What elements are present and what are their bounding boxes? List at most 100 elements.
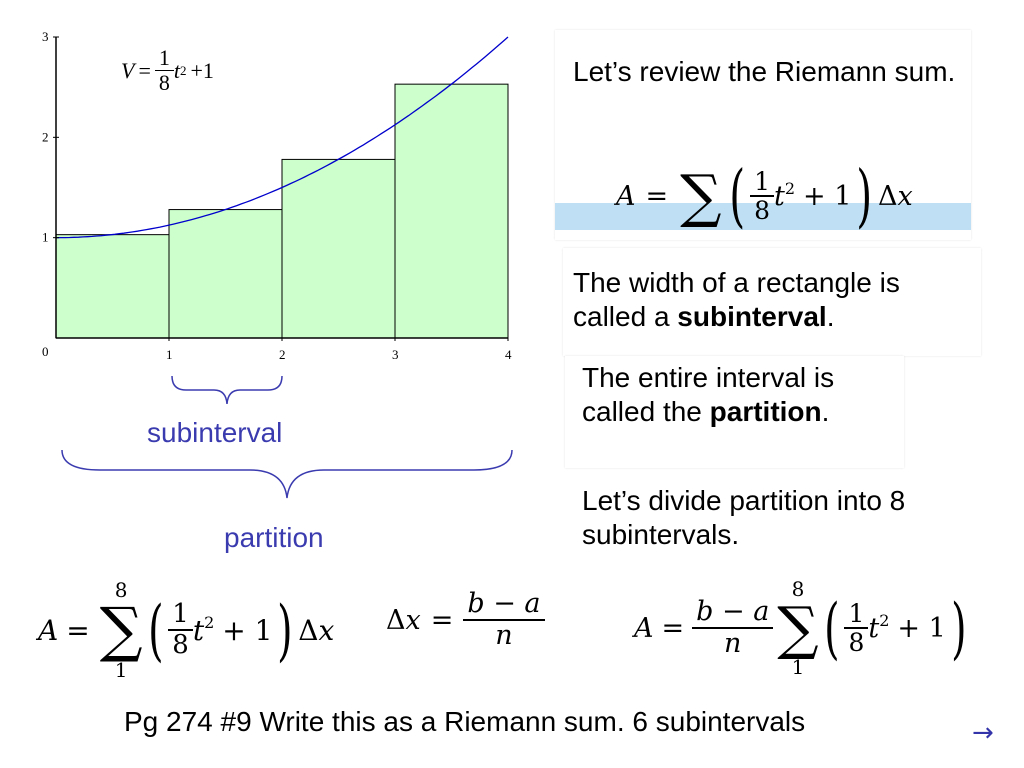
function-fraction: 1 8 [154,45,174,96]
riemann-rect-1 [55,234,170,339]
sum1-sigma-symbol: ∑ [99,595,143,665]
sum2-upper: 8 [791,577,805,601]
next-arrow-icon[interactable]: → [972,718,994,748]
sum1-sigma: 8 ∑ 1 [100,580,143,680]
dx-num: b − a [463,589,545,621]
function-den: 8 [158,70,170,96]
y-tick-label-2: 2 [42,129,49,144]
partition-term: partition [709,396,822,427]
function-exp: 2 [180,62,187,78]
sum2-coef-den: n [724,628,742,659]
sum2-plus1: + 1 [897,612,946,644]
sum1-rparen: ) [277,591,294,669]
sum2-t: t [868,612,880,644]
subinterval-text-post: . [826,301,835,332]
subinterval-term: subinterval [677,301,827,332]
subinterval-label: subinterval [147,417,283,448]
sum2-den: 8 [848,628,865,657]
partition-brace [61,449,513,499]
sum1-upper: 8 [114,578,128,602]
formula-A: A [616,180,636,212]
function-label: V = 1 8 t 2 +1 [121,45,214,96]
formula-eq: = [645,180,669,212]
sum-formula-2: A = b − a n 8 ∑ 1 ( 1 8 t 2 + 1 ) [634,566,972,690]
partition-text: The entire interval is called the partit… [582,361,902,429]
braces [61,375,513,499]
formula-num: 1 [750,167,774,197]
function-t: t [173,57,180,83]
partition-label: partition [224,522,324,553]
sum2-rparen: ) [950,589,967,667]
formula-fraction: 1 8 [750,167,774,225]
sum1-lower: 1 [114,658,128,682]
function-eq: = [138,57,151,83]
sum1-plus1: + 1 [222,613,273,647]
sum1-eq: = [66,613,90,647]
dx-fraction: b − a n [463,589,545,650]
right-paren: ) [856,156,873,236]
x-tick-label-4: 4 [505,347,512,362]
partition-text-pre: The entire interval is called the [582,362,835,427]
riemann-rect-4 [394,83,509,339]
partition-text-post: . [821,396,830,427]
sum1-den: 8 [172,630,189,660]
formula-plus1: + 1 [803,180,852,212]
sum1-A: A [38,613,59,647]
function-tail: +1 [190,57,214,83]
y-tick-label-1: 1 [42,230,49,245]
riemann-rect-2 [168,209,283,339]
dx-x: x [405,604,421,636]
function-curve [55,36,509,239]
rectangles-group [55,83,509,339]
sum2-A: A [634,612,654,644]
y-ticks: 1 2 3 [42,29,59,245]
riemann-rect-3 [281,158,396,339]
subinterval-text: The width of a rectangle is called a sub… [573,266,978,334]
sum2-coef-num: b − a [692,597,774,629]
sum2-sigma-symbol: ∑ [777,594,819,662]
y-tick-label-3: 3 [42,29,49,44]
divide-text: Let’s divide partition into 8 subinterva… [582,485,906,550]
sum1-num: 1 [168,600,193,631]
sum2-eq: = [661,612,685,644]
formula-highlight [555,203,971,230]
sum1-delta: Δ [298,613,319,647]
sum1-x: x [318,613,335,647]
formula-exp: 2 [784,178,796,198]
function-var: V [121,57,135,83]
footer-text: Pg 274 #9 Write this as a Riemann sum. 6… [124,706,806,737]
formula-x: x [897,180,913,212]
dx-eq: = [430,604,454,636]
sum2-lparen: ( [823,589,840,667]
x-tick-label-0: 0 [42,344,49,359]
subinterval-box [563,248,981,356]
x-tick-label-3: 3 [392,347,399,362]
sum1-fraction: 1 8 [168,600,193,659]
formula-t: t [773,180,785,212]
sum1-t: t [192,613,205,647]
x-ticks: 0 1 2 3 4 [42,335,512,362]
x-tick-label-2: 2 [279,347,286,362]
dx-delta: Δ [386,604,406,636]
sum2-coef: b − a n [692,597,774,659]
sum2-lower: 1 [791,655,805,679]
partition-box [565,356,904,468]
review-text: Let’s review the Riemann sum. [573,56,956,87]
sigma-symbol: ∑ [680,162,722,230]
sum2-exp: 2 [879,610,890,630]
left-paren: ( [728,156,745,236]
sum1-lparen: ( [147,591,164,669]
function-num: 1 [154,45,174,72]
formula-delta: Δ [877,180,898,212]
sum2-fraction: 1 8 [844,599,869,657]
subinterval-brace [171,375,283,405]
x-tick-label-1: 1 [166,347,173,362]
subinterval-text-pre: The width of a rectangle is called a [573,267,900,332]
sum1-exp: 2 [204,612,215,632]
formula-den: 8 [754,196,770,225]
sum2-sigma: 8 ∑ 1 [777,579,818,677]
